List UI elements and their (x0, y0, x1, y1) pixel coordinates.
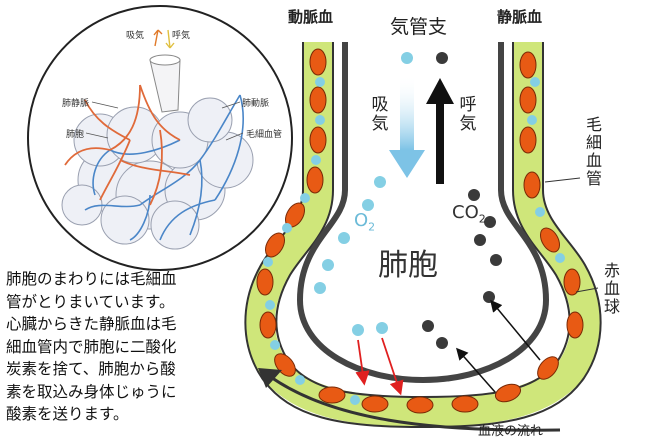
lung-inset (27, 5, 293, 271)
description-line: 酸素を送ります。 (6, 405, 129, 423)
inhale-label: 吸気 (371, 95, 389, 134)
arrow-down-icon (389, 75, 425, 178)
description-text: 肺胞のまわりには毛細血 管がとりまいています。 心臓からきた静脈血は毛 細血管内… (6, 268, 254, 426)
co2-dots-alveolus (422, 52, 502, 349)
capillary-label: 毛細血管 (585, 115, 602, 188)
description-line: 肺胞のまわりには毛細血 (6, 270, 177, 288)
blood-flow-label: 血液の流れ (478, 424, 544, 439)
co2-transfer-arrows (456, 299, 541, 393)
description-line: 炭素を捨て、肺胞から酸 (6, 360, 176, 378)
arrow-up-icon (426, 78, 454, 184)
inset-capillary-label: 毛細血管 (246, 130, 283, 140)
inset-inhale-label: 吸気 (126, 31, 145, 41)
inset-exhale-label: 呼気 (172, 31, 191, 41)
rbc-leader (575, 287, 599, 293)
co2-label: CO2 (452, 202, 486, 226)
vein-label: 静脈血 (497, 8, 543, 26)
capillary-leader (544, 177, 581, 183)
co2-label-sub: 2 (478, 212, 486, 226)
bronchus-label: 気管支 (390, 16, 448, 38)
o2-label-sub: 2 (368, 220, 376, 234)
o2-label: O2 (354, 210, 375, 234)
red-blood-cells (256, 48, 584, 414)
o2-dots-alveolus (314, 52, 413, 336)
o2-transfer-arrows (355, 337, 404, 396)
inset-alveolus-label: 肺胞 (66, 130, 85, 140)
flow-arrow-icon (258, 368, 561, 432)
description-line: 管がとりまいています。 (6, 292, 175, 311)
alveolus-label: 肺胞 (378, 248, 438, 283)
description-line: 心臓からきた静脈血は毛 (6, 315, 177, 333)
o2-dots-capillary (263, 77, 565, 405)
description-line: 細血管内で肺胞に二酸化 (6, 337, 177, 356)
exhale-label: 呼気 (459, 95, 477, 134)
co2-label-main: CO (452, 202, 479, 223)
artery-label: 動脈血 (288, 8, 334, 26)
inset-pulm-artery-label: 肺動脈 (242, 99, 270, 109)
description-line: 素を取込み身体じゅうに (6, 382, 177, 401)
inset-pulm-vein-label: 肺静脈 (62, 99, 90, 109)
rbc-label: 赤血球 (603, 261, 620, 316)
capillary-border-outer (244, 42, 602, 429)
alveolus-wall (296, 42, 550, 384)
o2-label-main: O (354, 210, 369, 231)
